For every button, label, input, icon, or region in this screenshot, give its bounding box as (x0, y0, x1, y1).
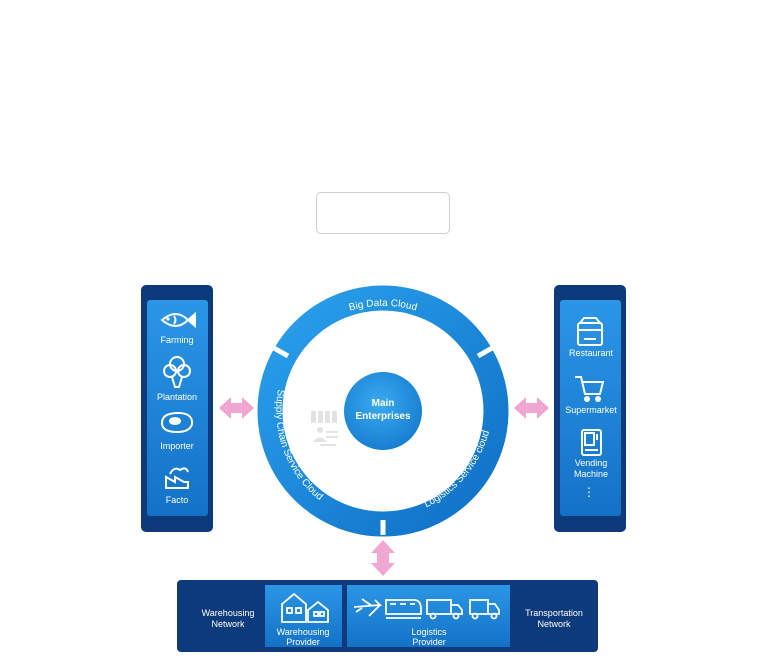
left-double-arrow (219, 397, 254, 419)
right-item-label: Machine (574, 469, 608, 479)
right-item-label: Restaurant (569, 348, 614, 358)
logistics-provider-label: Provider (412, 637, 446, 647)
transportation-network-label: Network (537, 619, 571, 629)
factory-icon (165, 467, 189, 489)
airplane-icon (353, 598, 383, 617)
train-icon (385, 599, 422, 619)
left-item-label: Importer (160, 441, 194, 451)
search-box[interactable] (316, 192, 450, 234)
broccoli-icon (163, 356, 191, 388)
warehousing-network-label: Network (211, 619, 245, 629)
warehousing-provider-label: Warehousing (277, 627, 330, 637)
more-items: ⋮ (583, 485, 595, 499)
center-label-line1: Main (372, 398, 395, 409)
left-item-label: Plantation (157, 392, 197, 402)
right-panel: Restaurant Supermarket Vending Machine ⋮ (554, 285, 626, 532)
left-panel: Farming Plantation Importer Facto (141, 285, 213, 532)
steak-icon (160, 411, 194, 434)
right-item-label: Supermarket (565, 405, 617, 415)
fish-icon (160, 311, 196, 329)
warehousing-provider-label: Provider (286, 637, 320, 647)
warehousing-network-label: Warehousing (202, 608, 255, 618)
center-label-line2: Enterprises (355, 411, 410, 422)
right-item-label: Vending (575, 458, 608, 468)
logistics-provider-label: Logistics (411, 627, 447, 637)
bottom-network-bar: Warehousing Network Warehousing Provider (177, 580, 598, 652)
cart-icon (575, 376, 605, 402)
left-item-label: Facto (166, 495, 189, 505)
delivery-van-icon (469, 599, 500, 620)
store-icon (577, 317, 603, 346)
right-double-arrow (514, 397, 549, 419)
truck-icon (426, 599, 463, 620)
main-enterprises-node: Main Enterprises (344, 372, 422, 450)
left-item-label: Farming (160, 335, 193, 345)
bottom-double-arrow (371, 540, 395, 576)
vending-machine-icon (581, 429, 602, 456)
houses-icon (281, 592, 329, 623)
transportation-network-label: Transportation (525, 608, 583, 618)
shop-people-icon (311, 411, 338, 446)
